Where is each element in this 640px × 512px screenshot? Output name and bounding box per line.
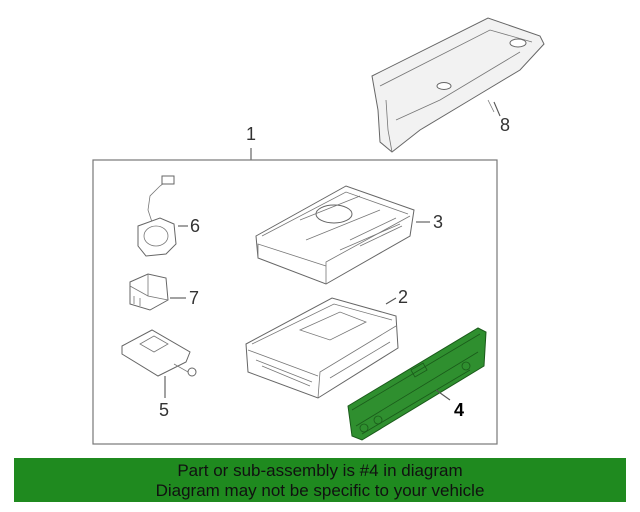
callout-8[interactable]: 8 <box>500 115 510 135</box>
leader-line-8 <box>493 101 501 117</box>
part-5-module[interactable] <box>121 329 197 377</box>
callout-4[interactable]: 4 <box>454 400 464 420</box>
footer-line-1: Part or sub-assembly is #4 in diagram <box>177 461 463 480</box>
part-3-drive-unit[interactable] <box>255 185 415 285</box>
part-4-control-panel-highlighted[interactable] <box>347 327 487 441</box>
callout-6[interactable]: 6 <box>190 216 200 236</box>
callout-5[interactable]: 5 <box>159 400 169 420</box>
footer-banner: Part or sub-assembly is #4 in diagram Di… <box>14 458 626 502</box>
leader-line-4 <box>435 389 451 401</box>
part-2-control-module[interactable] <box>245 297 399 399</box>
assembly-outline-box <box>92 159 498 445</box>
leader-line-2 <box>385 297 397 305</box>
callout-1[interactable]: 1 <box>246 124 256 144</box>
callout-7[interactable]: 7 <box>189 288 199 308</box>
callout-2[interactable]: 2 <box>398 287 408 307</box>
footer-line-2: Diagram may not be specific to your vehi… <box>155 481 485 500</box>
part-8-trim-panel[interactable] <box>371 17 545 153</box>
callout-3[interactable]: 3 <box>433 212 443 232</box>
part-6-sensor[interactable] <box>137 175 177 257</box>
part-7-connector[interactable] <box>129 273 169 311</box>
